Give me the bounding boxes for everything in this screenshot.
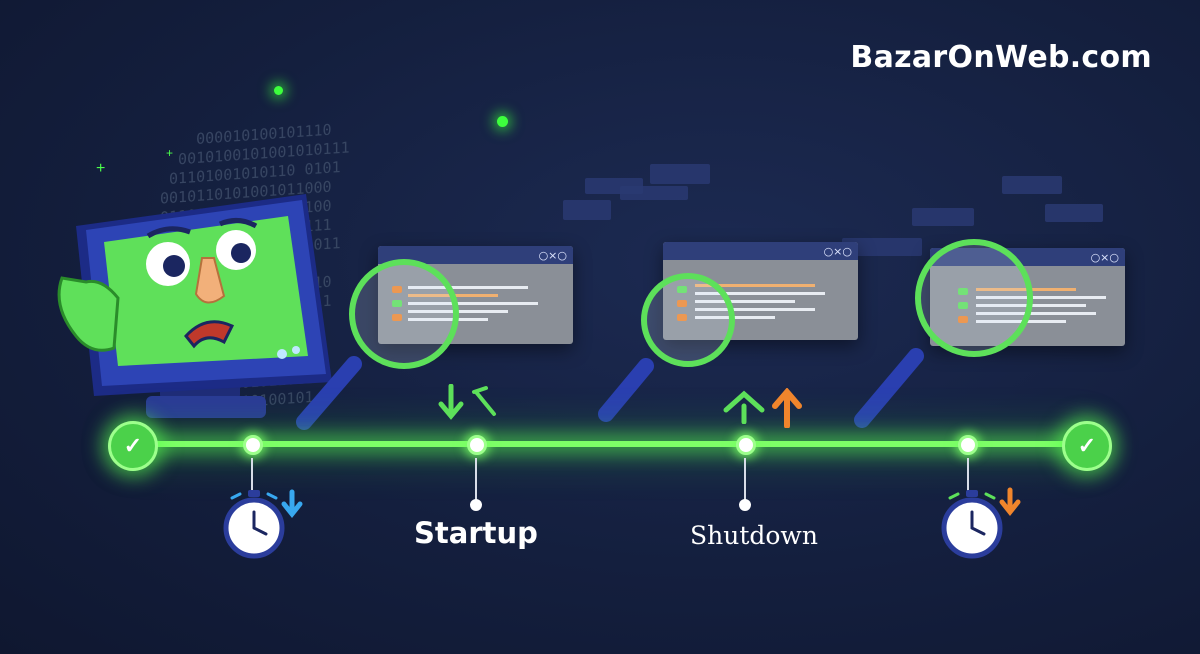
deco-block	[1045, 204, 1103, 222]
check-icon: ✓	[1062, 421, 1112, 471]
timeline-marker[interactable]	[958, 435, 978, 455]
window-controls[interactable]: ○×○	[1090, 250, 1119, 264]
marker-stem	[475, 458, 477, 502]
window-titlebar: ○×○	[930, 248, 1125, 266]
marker-dot	[739, 499, 751, 511]
window-titlebar: ○×○	[663, 242, 858, 260]
glow-orb	[274, 86, 283, 95]
magnifier-icon	[854, 239, 1033, 428]
window-controls[interactable]: ○×○	[538, 248, 567, 262]
deco-block	[563, 200, 611, 220]
arrow-up-icon	[772, 388, 802, 428]
sparkle-icon: +	[96, 160, 106, 177]
code-lines-icon	[677, 284, 825, 321]
deco-block	[620, 186, 688, 200]
shutdown-label: Shutdown	[690, 521, 818, 550]
window-controls[interactable]: ○×○	[823, 244, 852, 258]
marker-dot	[470, 499, 482, 511]
marker-stem	[744, 458, 746, 502]
magnifier-icon	[598, 273, 735, 422]
timeline-track	[130, 441, 1085, 447]
stopwatch-icon	[941, 487, 1021, 559]
deco-block	[1002, 176, 1062, 194]
window-titlebar: ○×○	[378, 246, 573, 264]
glow-orb	[497, 116, 508, 127]
deco-block	[650, 164, 710, 184]
code-window: ○×○	[663, 242, 858, 340]
deco-block	[912, 208, 974, 226]
magnifier-icon	[296, 259, 459, 430]
arrow-down-icon	[438, 384, 464, 420]
arrow-up-icon	[723, 390, 765, 424]
timeline-marker[interactable]	[243, 435, 263, 455]
brand-logo[interactable]: BazarOnWeb.com	[850, 40, 1152, 75]
startup-label: Startup	[414, 516, 538, 550]
sparkle-icon: +	[166, 146, 174, 160]
marker-stem	[967, 458, 969, 492]
check-icon: ✓	[108, 421, 158, 471]
deco-block	[842, 238, 922, 256]
timeline-marker[interactable]	[736, 435, 756, 455]
stopwatch-icon	[223, 489, 303, 559]
marker-stem	[251, 458, 253, 492]
arrow-up-icon	[472, 386, 496, 416]
monitor-character-icon	[57, 194, 332, 418]
timeline-marker[interactable]	[467, 435, 487, 455]
